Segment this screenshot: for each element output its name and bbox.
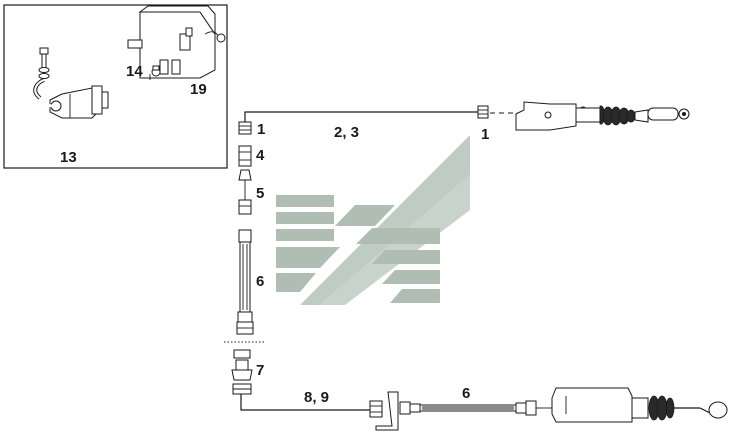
callout-fitting-top: 1 bbox=[257, 121, 265, 138]
fitting-1 bbox=[238, 121, 252, 135]
rigid-pipe-top bbox=[244, 111, 520, 122]
callout-pipe-top: 2, 3 bbox=[334, 124, 359, 141]
callout-13: 13 bbox=[60, 149, 77, 166]
mounting-bolt bbox=[38, 47, 50, 79]
fluid-reservoir bbox=[127, 5, 226, 80]
flexible-hose-bottom bbox=[399, 400, 552, 416]
flexible-hose-13 bbox=[13, 78, 156, 141]
adapter-5 bbox=[238, 169, 252, 215]
callout-hose-vertical: 6 bbox=[256, 273, 264, 290]
slave-cylinder bbox=[49, 85, 109, 119]
clutch-master-cylinder bbox=[515, 101, 690, 131]
callout-pipe-bottom: 8, 9 bbox=[304, 389, 329, 406]
callout-fitting-master: 1 bbox=[481, 126, 489, 143]
union-4 bbox=[238, 145, 252, 167]
pedal-cylinder bbox=[551, 387, 728, 423]
callout-connector: 7 bbox=[256, 362, 264, 379]
rigid-pipe-bottom bbox=[240, 394, 383, 418]
brand-logo-watermark bbox=[276, 135, 470, 305]
mounting-bracket bbox=[375, 391, 399, 431]
callout-19: 19 bbox=[190, 81, 207, 98]
flexible-hose-vertical bbox=[224, 229, 264, 343]
callout-union: 4 bbox=[256, 147, 265, 164]
connector-7 bbox=[231, 349, 253, 395]
callout-14: 14 bbox=[126, 63, 143, 80]
bleed-nipple bbox=[151, 65, 161, 77]
pipe-fitting-master bbox=[477, 105, 489, 119]
callout-hose-bottom: 6 bbox=[462, 385, 470, 402]
callout-adapter: 5 bbox=[256, 185, 264, 202]
inset-panel: 13 14 19 bbox=[3, 4, 228, 169]
